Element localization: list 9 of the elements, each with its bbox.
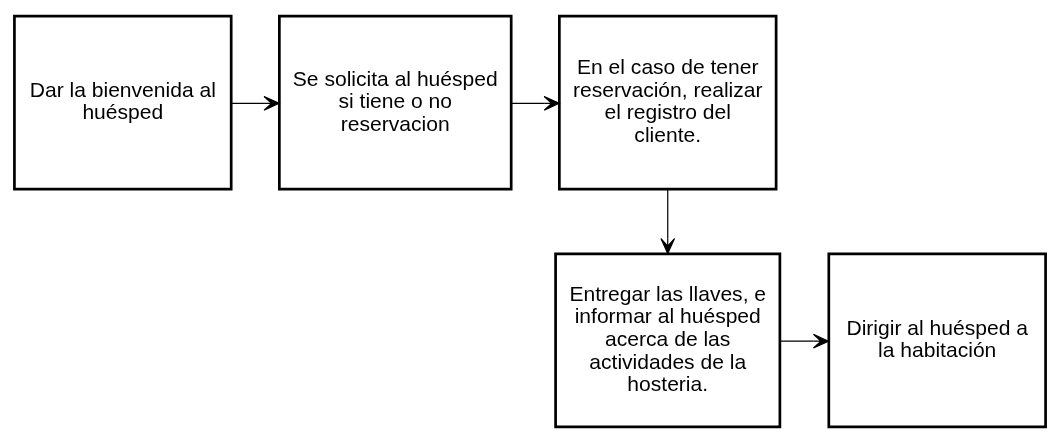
node-box: Dirigir al huésped a la habitación xyxy=(827,252,1047,429)
arrow xyxy=(779,333,830,349)
node-box: Se solicita al huésped si tiene o no reservacion xyxy=(278,14,513,191)
node-box: En el caso de tener reservación, realizar el registro del cliente. xyxy=(558,14,778,191)
node-box: Entregar las llaves, e informar al huésped acerca de las actividades de la hosteria. xyxy=(554,252,782,429)
node-box: Dar la bienvenida al huésped xyxy=(13,14,233,191)
arrow xyxy=(510,95,560,111)
arrow xyxy=(660,189,676,255)
arrow xyxy=(230,95,280,111)
